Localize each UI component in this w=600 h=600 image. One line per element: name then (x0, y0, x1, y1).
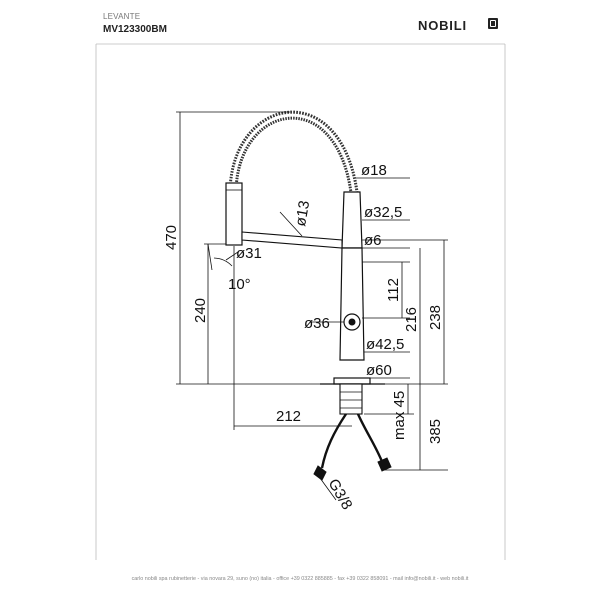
dim-h112: 112 (385, 278, 402, 302)
dim-d42-5: ø42,5 (366, 336, 404, 353)
dim-d32-5: ø32,5 (364, 204, 402, 221)
dim-w212: 212 (276, 408, 301, 425)
brand-logo: NOBILI (418, 18, 467, 33)
base-flange (333, 377, 371, 385)
lever-knob-center (348, 318, 356, 326)
supply-hose-left (320, 413, 347, 469)
dimension-lines (176, 111, 448, 501)
dim-h216: 216 (403, 307, 420, 332)
dimension-labels: ø18 ø13 ø32,5 ø6 ø31 10° 470 240 112 216… (163, 162, 444, 513)
dim-d6: ø6 (364, 232, 382, 249)
hose-connector-right (377, 457, 392, 472)
dim-d60: ø60 (366, 362, 392, 379)
hose-connector-left (313, 465, 327, 481)
dim-h470: 470 (163, 225, 180, 250)
upper-body (341, 191, 363, 249)
flex-hose-core (231, 113, 356, 193)
dim-angle: 10° (228, 276, 251, 293)
product-code: MV123300BM (103, 24, 167, 35)
dim-thread: G3/8 (325, 476, 356, 513)
dim-h238: 238 (427, 305, 444, 330)
dim-d13: ø13 (292, 199, 313, 227)
product-series: LEVANTE (103, 12, 141, 21)
dim-max45: max 45 (391, 391, 408, 440)
flex-hose-arch (228, 110, 359, 193)
brand-mark-icon (488, 18, 498, 29)
spray-head (225, 182, 243, 246)
dim-h385: 385 (427, 419, 444, 444)
shank (339, 383, 363, 415)
faucet-drawing (225, 110, 392, 481)
main-column (339, 247, 365, 361)
dim-d36: ø36 (304, 315, 330, 332)
dim-d31: ø31 (236, 245, 262, 262)
supply-hose-right (356, 413, 385, 465)
footer-address: carlo nobili spa rubinetterie - via nova… (131, 576, 469, 582)
dim-h240: 240 (192, 298, 209, 323)
dim-d18: ø18 (361, 162, 387, 179)
